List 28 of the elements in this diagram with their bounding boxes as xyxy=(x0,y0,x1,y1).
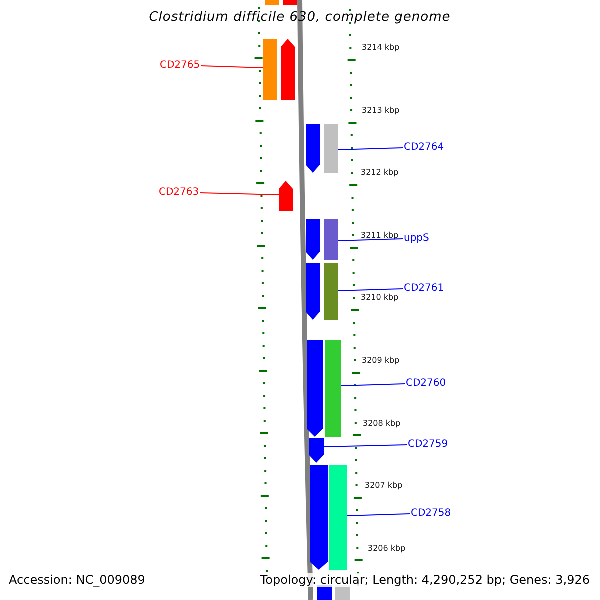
gene-label: CD2761 xyxy=(404,283,444,295)
gene-label: CD2760 xyxy=(406,378,446,390)
leader-line xyxy=(346,514,410,516)
gene-label: CD2759 xyxy=(408,439,448,451)
gene-label: CD2764 xyxy=(404,142,444,154)
genome-info-text: Topology: circular; Length: 4,290,252 bp; Genes: 3,926 xyxy=(260,573,590,587)
leader-line xyxy=(324,444,408,448)
leader-line xyxy=(338,238,404,242)
scale-label: 3212 kbp xyxy=(361,168,399,178)
leader-line xyxy=(340,384,406,386)
scale-label: 3211 kbp xyxy=(361,231,399,241)
scale-label: 3214 kbp xyxy=(362,43,400,53)
scale-label: 3207 kbp xyxy=(365,481,403,491)
gene-label: CD2763 xyxy=(159,187,200,199)
leader-line xyxy=(338,288,404,292)
leader-line xyxy=(200,192,280,196)
leader-line xyxy=(338,148,404,150)
scale-label: 3208 kbp xyxy=(363,419,401,429)
gene-label: uppS xyxy=(404,233,430,245)
accession-text: Accession: NC_009089 xyxy=(9,573,146,587)
leader-line xyxy=(200,66,264,68)
gene-label: CD2765 xyxy=(160,60,200,72)
scale-label: 3210 kbp xyxy=(361,293,399,303)
scale-label: 3206 kbp xyxy=(368,544,406,554)
gene-label: CD2758 xyxy=(411,508,452,520)
scale-label: 3213 kbp xyxy=(362,106,400,116)
map-title: Clostridium difficile 630, complete genome xyxy=(148,10,452,25)
scale-label: 3209 kbp xyxy=(362,356,400,366)
